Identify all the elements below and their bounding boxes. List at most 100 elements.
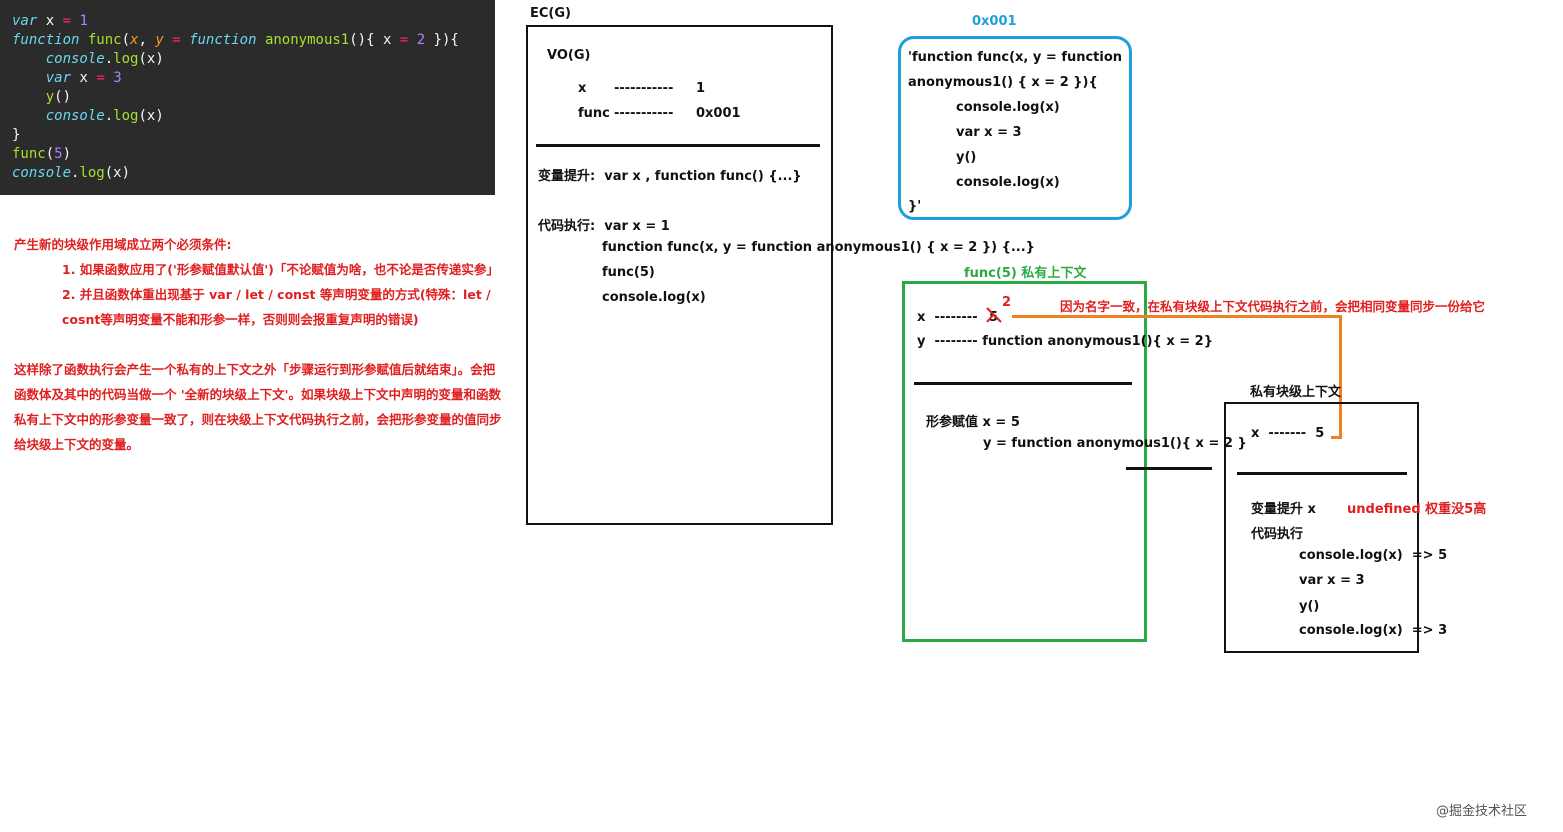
func-context-title: func(5) 私有上下文: [964, 266, 1087, 281]
strikethrough-mark: [986, 307, 1002, 323]
code-function-name: log: [113, 51, 139, 67]
notes-condition-2a: 2. 并且函数体重出现基于 var / let / const 等声明变量的方式…: [62, 287, 491, 302]
ec-exec-line: function func(x, y = function anonymous1…: [602, 240, 1035, 255]
code-operator: =: [163, 32, 190, 48]
sync-note: 因为名字一致，在私有块级上下文代码执行之前，会把相同变量同步一份给它: [1060, 299, 1486, 314]
code-text: x: [37, 13, 63, 29]
func-context-divider: [914, 382, 1132, 385]
ec-global-box: [526, 25, 833, 525]
code-text: [105, 70, 113, 86]
code-keyword: var: [12, 13, 38, 29]
code-function-name: y: [45, 89, 55, 105]
code-line-4: var x = 3: [12, 69, 495, 88]
code-line-9: console.log(x): [12, 164, 495, 183]
code-number: 2: [416, 32, 426, 48]
sync-arrow-vertical: [1339, 315, 1342, 439]
heap-code-line: anonymous1() { x = 2 }){: [908, 75, 1098, 90]
block-exec-line: console.log(x) => 5: [1299, 548, 1448, 563]
code-function-name: log: [79, 165, 105, 181]
block-context-title: 私有块级上下文: [1250, 385, 1342, 400]
connector-line: [1126, 467, 1212, 470]
notes-paragraph-line: 函数体及其中的代码当做一个 '全新的块级上下文'。如果块级上下文中声明的变量和函…: [14, 387, 502, 402]
heap-code-line: y(): [956, 150, 977, 165]
code-object: console: [45, 108, 105, 124]
code-keyword: var: [45, 70, 72, 86]
func-x-new-value: 2: [1002, 295, 1012, 310]
code-text: (x): [138, 108, 164, 124]
heap-object-box: [898, 36, 1132, 220]
code-number: 1: [79, 13, 88, 29]
code-line-3: console.log(x): [12, 50, 495, 69]
code-text: {: [450, 32, 459, 48]
code-text: (): [54, 89, 72, 105]
block-exec-line: y(): [1299, 599, 1320, 614]
code-line-2: function func(x, y = function anonymous1…: [12, 32, 459, 48]
func-x-old-value: 5: [989, 310, 999, 325]
code-text: ): [62, 146, 72, 162]
notes-paragraph-line: 给块级上下文的变量。: [14, 437, 140, 452]
vo-row-value: 0x001: [696, 106, 741, 121]
watermark: @掘金技术社区: [1436, 804, 1528, 819]
code-text: .: [104, 51, 114, 67]
code-line-8: func(5): [12, 145, 495, 164]
ec-exec-line: func(5): [602, 265, 655, 280]
code-text: (x): [104, 165, 131, 181]
ec-divider: [536, 144, 820, 147]
ec-exec-line: console.log(x): [602, 290, 706, 305]
block-context-box: [1224, 402, 1419, 653]
code-line-5: y(): [12, 88, 495, 107]
code-operator: =: [62, 13, 72, 29]
code-number: 3: [113, 70, 122, 86]
notes-condition-1: 1. 如果函数应用了('形参赋值默认值')「不论赋值为啥，也不论是否传递实参」: [62, 262, 499, 277]
code-keyword: function: [189, 32, 257, 48]
func-param-assign-y: y = function anonymous1(){ x = 2 }: [983, 436, 1247, 451]
code-function-name: func: [12, 146, 46, 162]
code-operator: =: [399, 32, 409, 48]
vo-row-dash: -----------: [614, 106, 674, 121]
notes-paragraph-line: 这样除了函数执行会产生一个私有的上下文之外「步骤运行到形参赋值后就结束」。会把: [14, 362, 496, 377]
code-param: x: [130, 32, 139, 48]
vo-global-label: VO(G): [547, 48, 591, 63]
code-function-name: anonymous1: [264, 32, 350, 48]
func-context-box: [902, 281, 1147, 642]
vo-row-dash: -----------: [614, 81, 674, 96]
heap-code-line: }': [908, 199, 922, 214]
heap-code-line: 'function func(x, y = function: [908, 50, 1123, 65]
code-text: (){ x: [349, 32, 400, 48]
notes-condition-2b: cosnt等声明变量不能和形参一样，否则则会报重复声明的错误): [62, 312, 419, 327]
sync-arrow-horizontal: [1012, 315, 1342, 318]
code-text: x: [71, 70, 97, 86]
heap-code-line: console.log(x): [956, 175, 1060, 190]
code-text: }): [425, 32, 451, 48]
block-exec-line: var x = 3: [1299, 573, 1365, 588]
func-x-label: x --------: [917, 310, 978, 325]
heap-code-line: console.log(x): [956, 100, 1060, 115]
code-param: y: [155, 32, 164, 48]
vo-row-name: func: [578, 106, 610, 121]
vo-row-value: 1: [696, 81, 706, 96]
code-object: console: [45, 51, 105, 67]
heap-address-label: 0x001: [972, 14, 1017, 29]
func-y-row: y -------- function anonymous1(){ x = 2}: [917, 334, 1213, 349]
notes-paragraph-line: 私有上下文中的形参变量一致了，则在块级上下文代码执行之前，会把形参变量的值同步: [14, 412, 502, 427]
vo-row-name: x: [578, 81, 587, 96]
code-operator: =: [96, 70, 105, 86]
block-hoist-note: undefined 权重没5高: [1347, 502, 1487, 517]
ec-global-title: EC(G): [530, 6, 571, 21]
func-param-assign-label: 形参赋值 x = 5: [926, 415, 1020, 430]
code-keyword: function: [12, 32, 80, 48]
block-exec-line: console.log(x) => 3: [1299, 623, 1448, 638]
code-text: [408, 32, 416, 48]
block-x-row: x ------- 5: [1251, 426, 1325, 441]
block-exec-label: 代码执行: [1251, 527, 1304, 542]
notes-title: 产生新的块级作用域成立两个必须条件:: [14, 237, 232, 252]
code-text: (x): [138, 51, 164, 67]
sync-arrow-end: [1331, 436, 1342, 439]
block-context-divider: [1237, 472, 1407, 475]
code-function-name: log: [113, 108, 139, 124]
code-line-7: }: [12, 127, 21, 143]
code-line-1: var x = 1: [12, 12, 495, 31]
code-line-6: console.log(x): [12, 107, 495, 126]
heap-code-line: var x = 3: [956, 125, 1022, 140]
